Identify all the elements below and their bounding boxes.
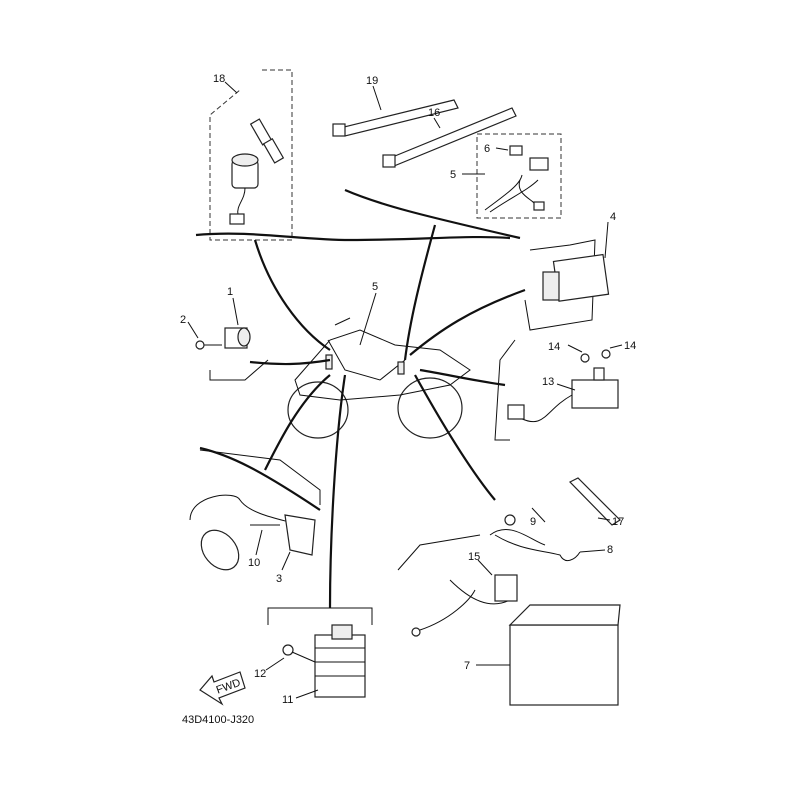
callout-8: 8 bbox=[607, 544, 613, 556]
callout-16: 16 bbox=[428, 107, 440, 119]
callout-3: 3 bbox=[276, 573, 282, 585]
callout-19: 19 bbox=[366, 75, 378, 87]
callout-17: 17 bbox=[612, 516, 624, 528]
callout-14a: 14 bbox=[548, 341, 560, 353]
callout-7: 7 bbox=[464, 660, 470, 672]
callout-6: 6 bbox=[484, 143, 490, 155]
callout-18: 18 bbox=[213, 73, 225, 85]
ignition-coil-group: 10 3 bbox=[189, 449, 321, 585]
forward-arrow: FWD bbox=[199, 671, 246, 706]
drawing-code: 43D4100-J320 bbox=[182, 714, 254, 726]
callout-4: 4 bbox=[610, 211, 616, 223]
rectifier-group: 12 11 bbox=[254, 607, 373, 706]
callout-2: 2 bbox=[180, 314, 186, 326]
callout-14b: 14 bbox=[624, 340, 636, 352]
callout-15: 15 bbox=[468, 551, 480, 563]
cable-bands: 19 16 bbox=[332, 75, 517, 168]
battery-group: 9 17 8 15 7 bbox=[397, 477, 624, 706]
callout-10: 10 bbox=[248, 557, 260, 569]
callout-5a: 5 bbox=[450, 169, 456, 181]
callout-9: 9 bbox=[530, 516, 536, 528]
leader-lines bbox=[195, 188, 526, 609]
ignition-switch bbox=[229, 118, 285, 225]
atv-illustration bbox=[287, 317, 471, 439]
callout-11: 11 bbox=[282, 694, 293, 706]
callout-1: 1 bbox=[227, 286, 233, 298]
wire-harness-group: 6 5 bbox=[450, 133, 562, 219]
callout-12: 12 bbox=[254, 668, 266, 680]
sensor-group: 1 2 bbox=[180, 286, 269, 381]
cdi-unit-group: 4 bbox=[524, 211, 616, 331]
main-switch-group: 18 bbox=[209, 69, 293, 241]
callout-5b: 5 bbox=[372, 281, 378, 293]
starter-relay-group: 14 14 13 bbox=[494, 339, 636, 441]
callout-13: 13 bbox=[542, 376, 554, 388]
